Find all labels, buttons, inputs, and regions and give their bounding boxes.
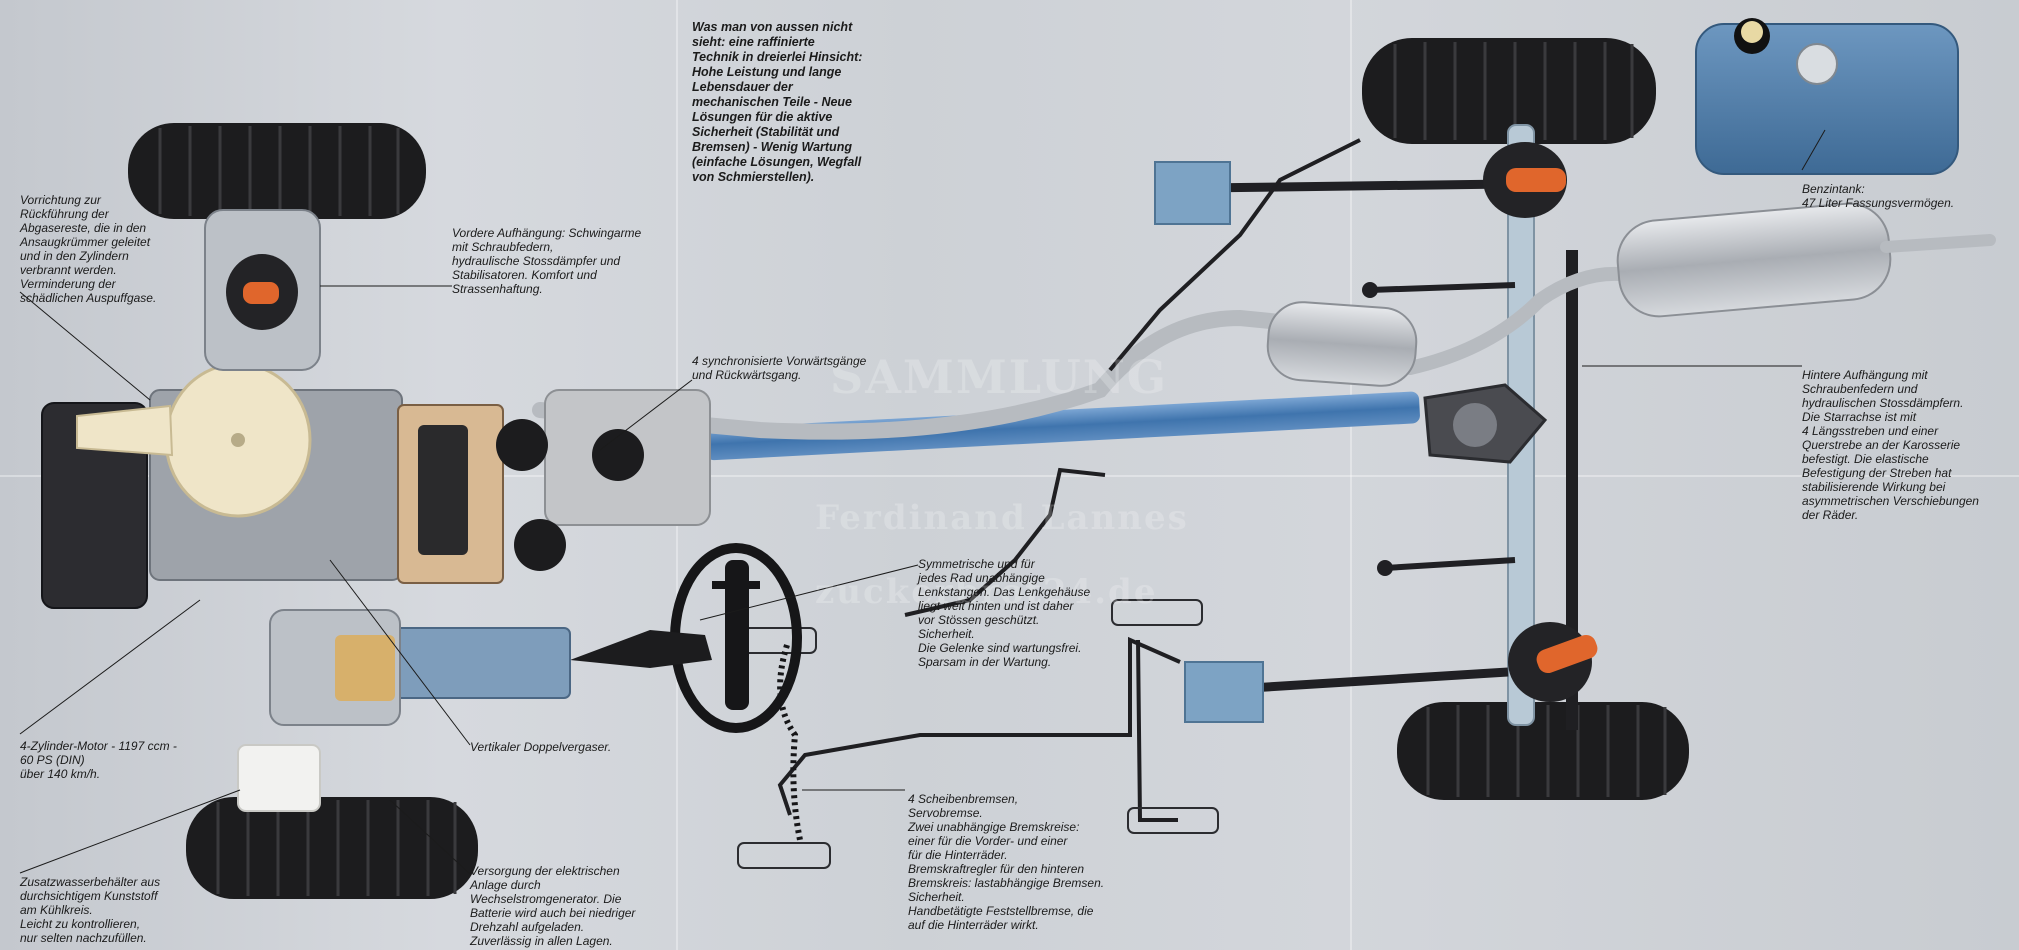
caption-coolant-tank: Zusatzwasserbehälter aus durchsichtigem …	[20, 875, 161, 945]
tire-front-left	[128, 123, 426, 219]
caption-gearbox: 4 synchronisierte Vorwärtsgänge und Rück…	[692, 354, 867, 382]
tire-front-right	[186, 797, 478, 899]
steering-box	[389, 627, 571, 699]
fold-line	[1350, 0, 1352, 950]
tire-rear-left	[1362, 38, 1656, 144]
gearbox	[544, 389, 711, 526]
brake-lines	[777, 138, 1361, 822]
caption-front-suspension: Vordere Aufhängung: Schwingarme mit Schr…	[452, 226, 642, 296]
fold-line	[0, 475, 2019, 477]
coolant-expansion-tank	[237, 744, 321, 812]
caption-carburetor: Vertikaler Doppelvergaser.	[470, 740, 612, 754]
caption-engine: 4-Zylinder-Motor - 1197 ccm - 60 PS (DIN…	[20, 739, 177, 781]
spring-rear-left	[1483, 142, 1567, 218]
exhaust-system	[532, 202, 1996, 440]
caption-fuel-tank: Benzintank: 47 Liter Fassungsvermögen.	[1802, 182, 1955, 210]
intro-text: Was man von aussen nicht sieht: eine raf…	[692, 20, 863, 184]
spring-rear-right	[1508, 622, 1598, 702]
fuel-tank	[1695, 18, 1959, 175]
steering-linkage	[777, 644, 803, 841]
watermark-line-2: Ferdinand Lannes	[815, 498, 1189, 538]
caption-electrical: Versorgung der elektrischen Anlage durch…	[470, 864, 636, 948]
differential	[1423, 383, 1548, 464]
leader-lines	[19, 129, 1826, 875]
propeller-shaft	[705, 391, 1420, 461]
watermark-line-3: zuckerbrot24.de	[815, 572, 1158, 612]
caption-steering: Symmetrische und für jedes Rad unabhängi…	[918, 557, 1091, 669]
caption-rear-suspension: Hintere Aufhängung mit Schraubenfedern u…	[1802, 368, 1979, 522]
air-filter	[76, 362, 312, 518]
watermark-line-1: SAMMLUNG	[830, 350, 1169, 404]
tire-rear-right	[1397, 702, 1689, 800]
radiator	[41, 402, 148, 609]
front-suspension	[204, 209, 401, 726]
steering-column	[570, 630, 712, 668]
caption-brakes: 4 Scheibenbremsen, Servobremse. Zwei una…	[908, 792, 1105, 932]
caption-exhaust-recirculation: Vorrichtung zur Rückführung der Abgasere…	[20, 193, 157, 305]
